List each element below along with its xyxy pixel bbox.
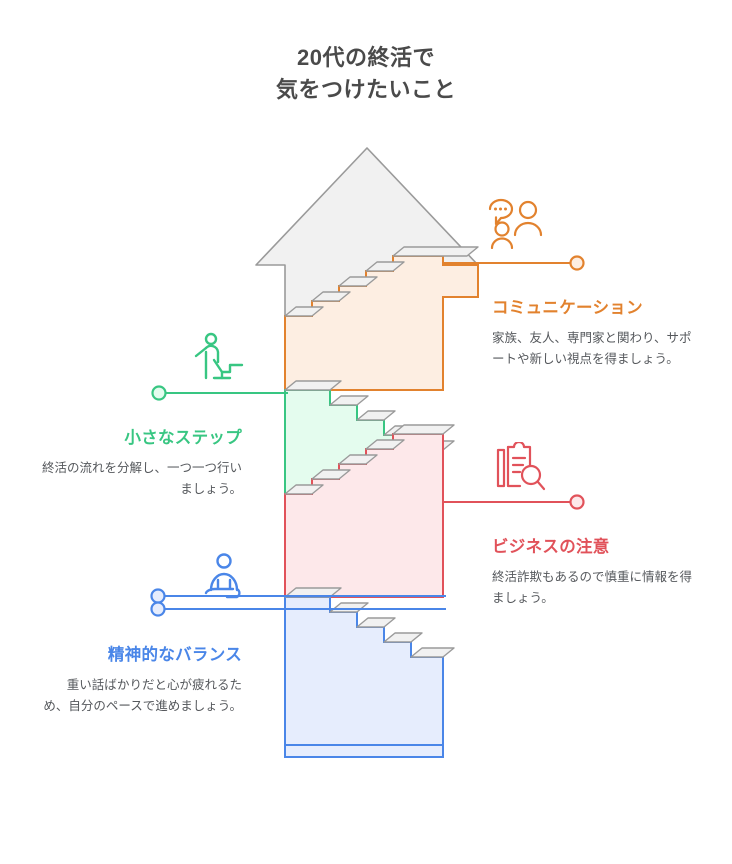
connector-dot-mental-balance-lower [150, 601, 166, 617]
layer-communication [284, 246, 479, 391]
label-mental-balance: 精神的なバランス 重い話ばかりだと心が疲れるため、自分のペースで進めましょう。 [42, 645, 242, 716]
label-business-caution-heading: ビジネスの注意 [492, 538, 610, 556]
clipboard-search-icon [492, 442, 546, 496]
title-line-1: 20代の終活で [297, 45, 435, 70]
page-title: 20代の終活で 気をつけたいこと [0, 42, 732, 106]
label-communication: コミュニケーション 家族、友人、専門家と関わり、サポートや新しい視点を得ましょう… [492, 298, 692, 369]
connector-business-caution [443, 494, 585, 510]
connector-dot-small-steps [151, 385, 167, 401]
label-business-caution-body: 終活詐欺もあるので慎重に情報を得ましょう。 [492, 570, 693, 605]
label-mental-balance-body: 重い話ばかりだと心が疲れるため、自分のペースで進めましょう。 [43, 678, 242, 713]
label-small-steps-heading: 小さなステップ [124, 429, 242, 447]
label-small-steps-body: 終活の流れを分解し、一つ一つ行いましょう。 [42, 461, 243, 496]
title-line-2: 気をつけたいこと [275, 76, 456, 102]
label-communication-heading: コミュニケーション [492, 299, 643, 317]
connector-dot-business-caution [569, 494, 585, 510]
label-business-caution: ビジネスの注意 終活詐欺もあるので慎重に情報を得ましょう。 [492, 537, 697, 608]
person-meditating-icon [198, 552, 256, 600]
people-chat-icon [487, 197, 549, 249]
connector-small-steps [151, 385, 288, 401]
connector-dot-communication [569, 255, 585, 271]
person-climbing-stairs-icon [192, 332, 246, 386]
label-communication-body: 家族、友人、専門家と関わり、サポートや新しい視点を得ましょう。 [492, 331, 692, 366]
connector-mental-balance [150, 588, 446, 617]
connector-dot-mental-balance-upper [150, 588, 166, 604]
label-mental-balance-heading: 精神的なバランス [107, 646, 242, 664]
label-small-steps: 小さなステップ 終活の流れを分解し、一つ一つ行いましょう。 [42, 428, 242, 499]
connector-communication [443, 255, 585, 271]
layer-business-caution [284, 424, 455, 598]
